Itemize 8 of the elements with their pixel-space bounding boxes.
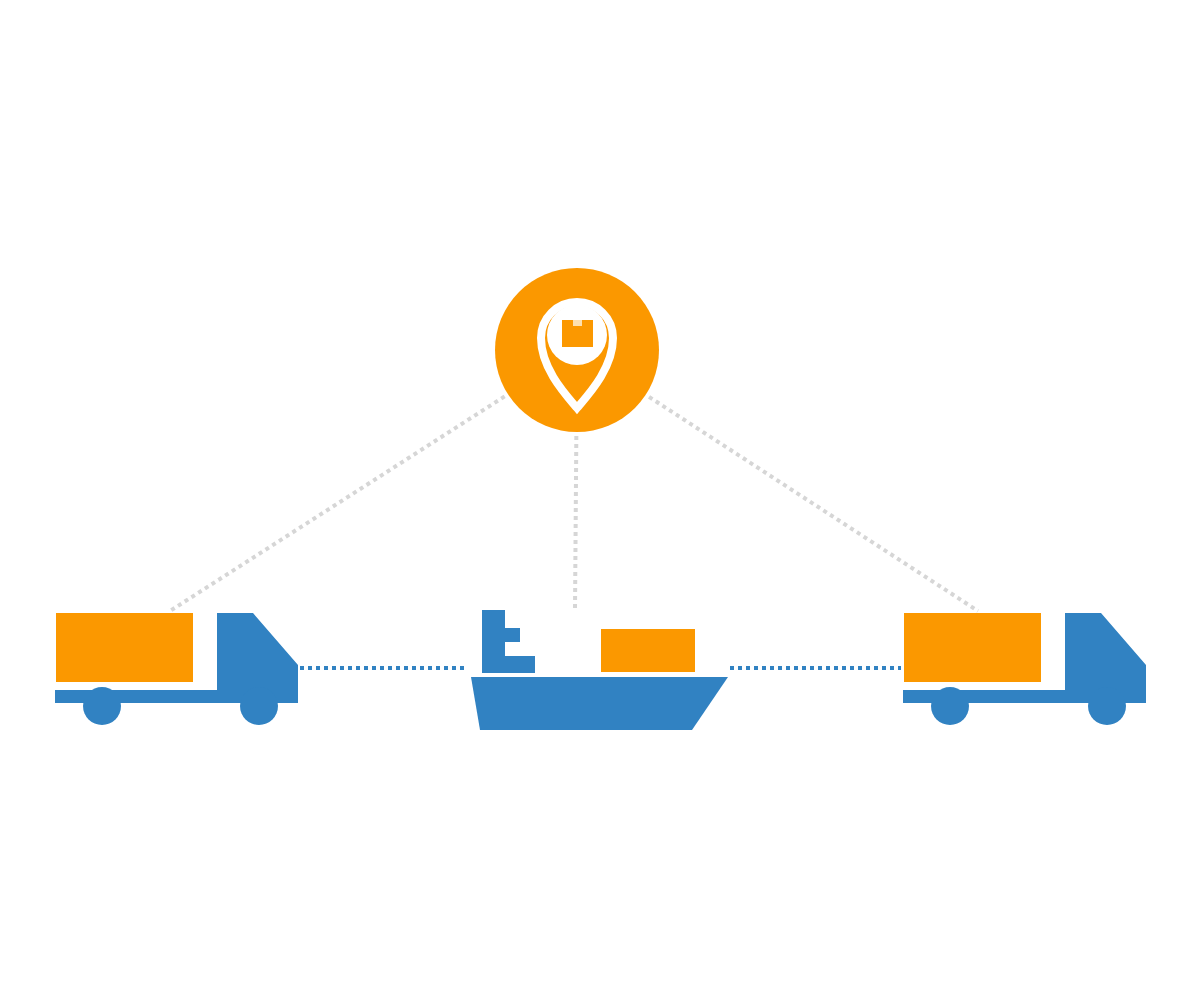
dotted-connector-line: [648, 395, 980, 613]
location-pin-icon: [495, 268, 659, 432]
dotted-connector-line: [573, 435, 579, 609]
dotted-connector-line: [168, 394, 506, 613]
truck-icon: [903, 612, 1146, 725]
truck-icon: [55, 612, 298, 725]
ship-icon: [470, 610, 728, 730]
dotted-connector-line: [730, 666, 901, 670]
